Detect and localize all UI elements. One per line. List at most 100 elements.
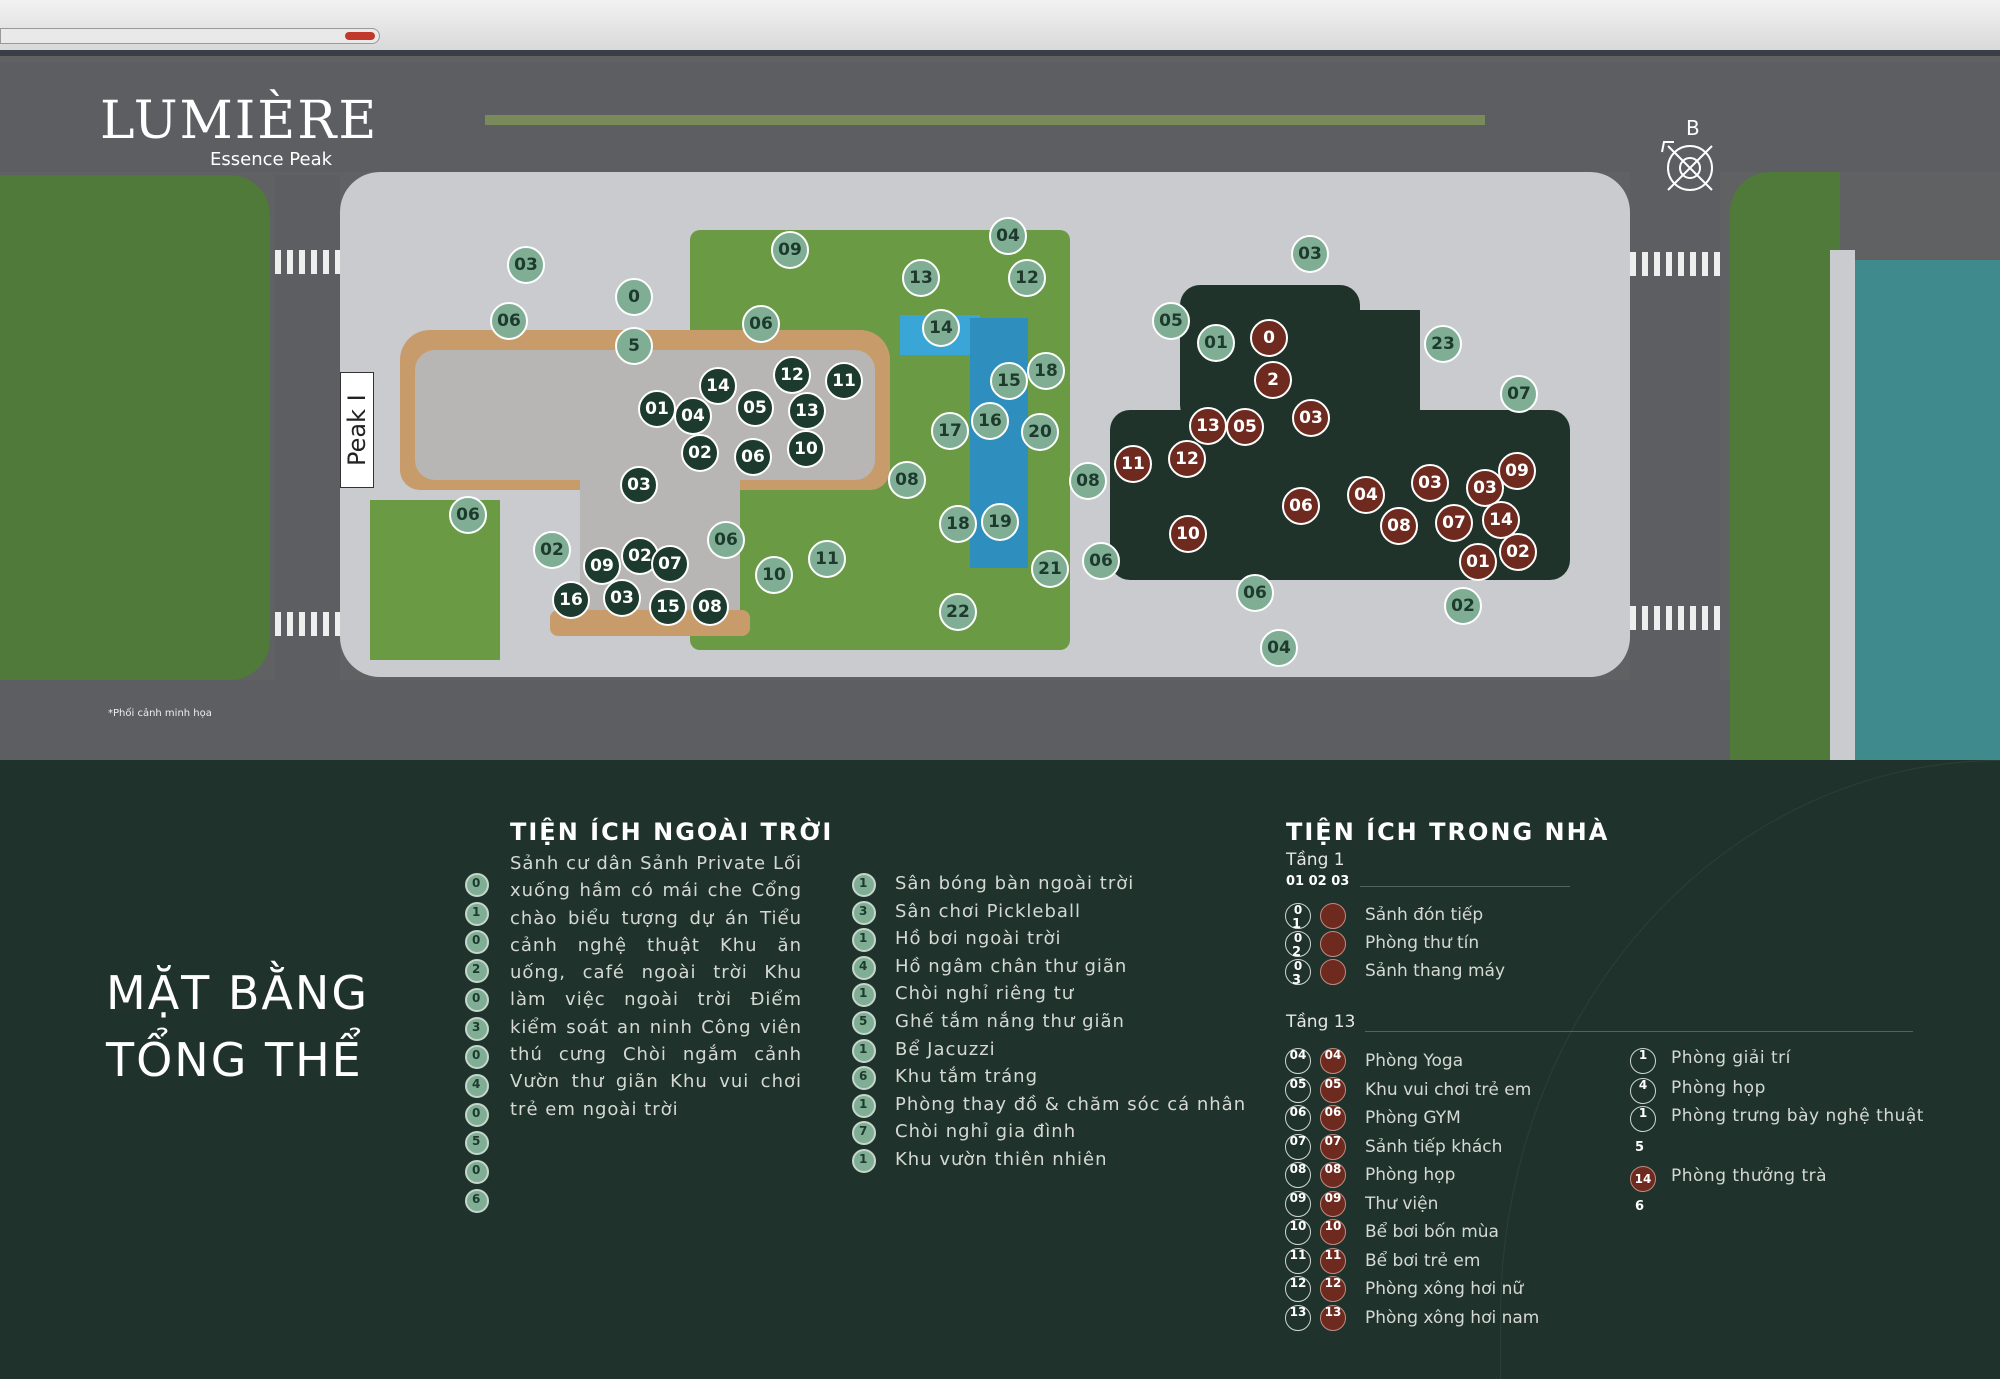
indoor-amenity-marker[interactable]: 2 — [1254, 361, 1292, 399]
outdoor-amenity-marker[interactable]: 07 — [1500, 375, 1538, 413]
outdoor-amenity-marker[interactable]: 06 — [742, 305, 780, 343]
floor1-outline-badge: 0 — [1285, 903, 1311, 929]
outdoor-amenity-item: Sân chơi Pickleball — [895, 900, 1081, 922]
peak1-amenity-marker[interactable]: 05 — [736, 389, 774, 427]
outdoor-amenity-marker[interactable]: 03 — [1291, 235, 1329, 273]
page-title-line1: MẶT BẰNG — [106, 966, 369, 1020]
indoor-amenity-marker[interactable]: 10 — [1169, 515, 1207, 553]
indoor-amenity-marker[interactable]: 12 — [1168, 440, 1206, 478]
indoor-amenity-marker[interactable]: 03 — [1466, 469, 1504, 507]
outdoor-amenity-marker[interactable]: 06 — [707, 521, 745, 559]
outdoor-amenity-marker[interactable]: 04 — [989, 217, 1027, 255]
outdoor-amenity-marker[interactable]: 20 — [1021, 413, 1059, 451]
peak1-amenity-marker[interactable]: 09 — [583, 547, 621, 585]
outdoor-amenity-marker[interactable]: 22 — [939, 593, 977, 631]
outdoor-amenity-marker[interactable]: 05 — [1152, 302, 1190, 340]
outdoor-amenity-marker[interactable]: 17 — [931, 412, 969, 450]
peak1-amenity-marker[interactable]: 10 — [787, 430, 825, 468]
outdoor-amenity-marker[interactable]: 06 — [1082, 542, 1120, 580]
peak1-amenity-marker[interactable]: 03 — [603, 579, 641, 617]
outdoor-amenity-item: Hồ bơi ngoài trời — [895, 928, 1062, 950]
outdoor-amenity-marker[interactable]: 06 — [1236, 574, 1274, 612]
outdoor-amenity-item: Hồ ngâm chân thư giãn — [895, 955, 1128, 977]
outdoor-amenity-marker[interactable]: 08 — [888, 461, 926, 499]
floor13-amenity-item: Sảnh tiếp khách — [1365, 1136, 1503, 1157]
outdoor-amenity-marker[interactable]: 08 — [1069, 462, 1107, 500]
indoor-amenity-marker[interactable]: 06 — [1282, 487, 1320, 525]
floor13-amenity-item: Phòng xông hơi nam — [1365, 1307, 1540, 1328]
peak1-amenity-marker[interactable]: 12 — [773, 356, 811, 394]
outdoor-amenity-marker[interactable]: 23 — [1424, 325, 1462, 363]
floor1-badge-digit: 1 — [1292, 917, 1302, 932]
indoor-amenities-heading: TIỆN ÍCH TRONG NHÀ — [1286, 818, 1610, 846]
outdoor-amenity-marker[interactable]: 21 — [1031, 550, 1069, 588]
outdoor-amenity-marker[interactable]: 12 — [1008, 259, 1046, 297]
outdoor-badge: 7 — [852, 1121, 876, 1146]
riverside-walk — [1830, 250, 1855, 760]
indoor-amenity-marker[interactable]: 03 — [1411, 464, 1449, 502]
peak1-amenity-marker[interactable]: 03 — [620, 466, 658, 504]
outdoor-amenity-marker[interactable]: 18 — [939, 505, 977, 543]
peak1-amenity-marker[interactable]: 11 — [825, 362, 863, 400]
indoor-amenity-marker[interactable]: 0 — [1250, 319, 1288, 357]
peak1-amenity-marker[interactable]: 08 — [691, 588, 729, 626]
floor13-outline-badge: 4 — [1630, 1078, 1656, 1104]
peak1-amenity-marker[interactable]: 16 — [552, 581, 590, 619]
peak1-amenity-marker[interactable]: 15 — [649, 588, 687, 626]
outdoor-amenity-marker[interactable]: 10 — [755, 556, 793, 594]
peak1-amenity-marker[interactable]: 02 — [681, 434, 719, 472]
floor1-badge-digit: 2 — [1292, 945, 1302, 960]
outdoor-amenity-marker[interactable]: 5 — [615, 327, 653, 365]
outdoor-amenity-marker[interactable]: 16 — [971, 402, 1009, 440]
outdoor-amenity-marker[interactable]: 11 — [808, 540, 846, 578]
page-title: MẶT BẰNG TỔNG THỂ — [106, 960, 369, 1093]
indoor-amenity-marker[interactable]: 05 — [1226, 408, 1264, 446]
indoor-amenity-marker[interactable]: 13 — [1189, 407, 1227, 445]
outdoor-amenity-marker[interactable]: 09 — [771, 231, 809, 269]
indoor-amenity-marker[interactable]: 03 — [1292, 399, 1330, 437]
illustration-note: *Phối cảnh minh họa — [108, 708, 212, 719]
outdoor-amenity-marker[interactable]: 14 — [922, 309, 960, 347]
outdoor-amenities-paragraph: Sảnh cư dân Sảnh Private Lối xuống hầm c… — [510, 853, 802, 1120]
outdoor-badge: 0 — [465, 1160, 489, 1184]
indoor-amenity-marker[interactable]: 09 — [1498, 452, 1536, 490]
peak1-amenity-marker[interactable]: 01 — [638, 390, 676, 428]
floor1-outline-badge: 0 — [1285, 931, 1311, 957]
indoor-amenity-marker[interactable]: 01 — [1459, 543, 1497, 581]
floor13-indoor-badge: 12 — [1320, 1276, 1346, 1302]
indoor-amenity-marker[interactable]: 11 — [1114, 445, 1152, 483]
floor13-amenity-item: Phòng thưởng trà — [1671, 1166, 1828, 1186]
outdoor-amenity-marker[interactable]: 02 — [533, 531, 571, 569]
outdoor-amenity-marker[interactable]: 06 — [490, 302, 528, 340]
outdoor-amenity-item: Phòng thay đồ & chăm sóc cá nhân — [895, 1093, 1247, 1115]
river — [1855, 260, 2000, 760]
building-label-text: Peak I — [343, 394, 371, 466]
outdoor-amenity-marker[interactable]: 13 — [902, 259, 940, 297]
outdoor-amenity-marker[interactable]: 03 — [507, 246, 545, 284]
peak1-amenity-marker[interactable]: 04 — [674, 397, 712, 435]
floor13-indoor-badge: 10 — [1320, 1219, 1346, 1245]
outdoor-amenity-marker[interactable]: 02 — [1444, 587, 1482, 625]
outdoor-amenity-marker[interactable]: 01 — [1197, 324, 1235, 362]
outdoor-badge: 1 — [852, 928, 876, 953]
outdoor-amenity-marker[interactable]: 06 — [449, 496, 487, 534]
indoor-amenity-marker[interactable]: 08 — [1380, 507, 1418, 545]
floor13-indoor-badge: 14 — [1630, 1166, 1656, 1192]
outdoor-amenity-marker[interactable]: 04 — [1260, 629, 1298, 667]
floor13-outline-badge: 1 — [1630, 1048, 1656, 1074]
indoor-amenity-marker[interactable]: 02 — [1499, 533, 1537, 571]
outdoor-amenity-marker[interactable]: 0 — [615, 278, 653, 316]
indoor-amenity-marker[interactable]: 04 — [1347, 476, 1385, 514]
peak1-amenity-marker[interactable]: 07 — [651, 545, 689, 583]
peak1-amenity-marker[interactable]: 06 — [734, 438, 772, 476]
peak1-amenity-marker[interactable]: 14 — [699, 367, 737, 405]
floor13-indoor-badge: 11 — [1320, 1247, 1346, 1274]
outdoor-amenity-marker[interactable]: 15 — [990, 362, 1028, 400]
outdoor-badge: 1 — [852, 1093, 876, 1118]
crosswalk — [1630, 606, 1720, 630]
outdoor-amenity-marker[interactable]: 18 — [1027, 352, 1065, 390]
peak1-amenity-marker[interactable]: 13 — [788, 392, 826, 430]
indoor-amenity-marker[interactable]: 07 — [1435, 504, 1473, 542]
outdoor-amenity-marker[interactable]: 19 — [981, 503, 1019, 541]
indoor-amenity-marker[interactable]: 14 — [1482, 501, 1520, 539]
